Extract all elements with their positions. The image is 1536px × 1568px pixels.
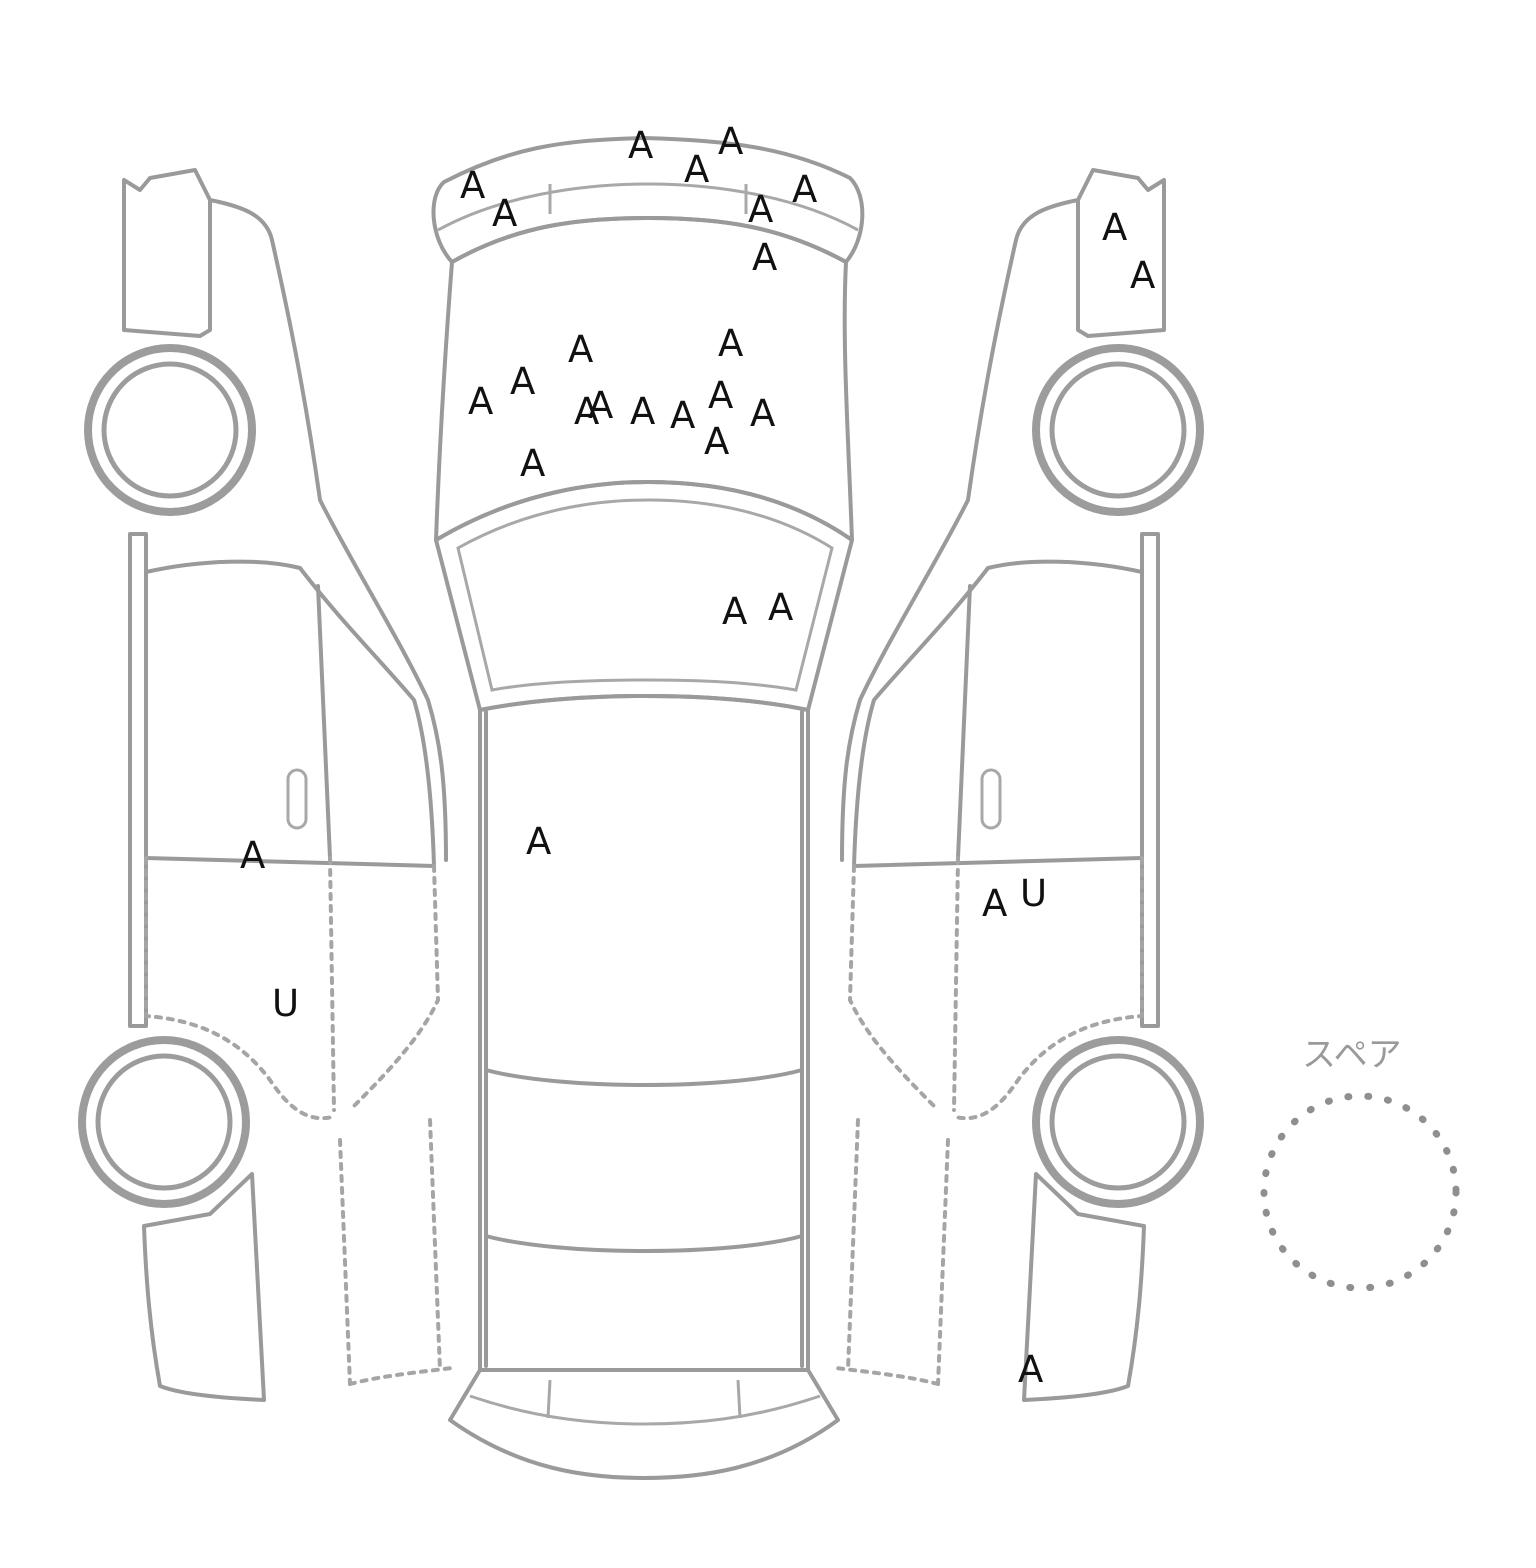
damage-mark[interactable]: A xyxy=(526,820,551,863)
hood xyxy=(434,216,854,542)
damage-mark[interactable]: A xyxy=(1130,254,1155,297)
right-front-wheel xyxy=(1032,344,1204,516)
left-front-door xyxy=(144,559,436,868)
damage-mark[interactable]: A xyxy=(510,360,535,403)
damage-mark[interactable]: A xyxy=(722,590,747,633)
damage-mark[interactable]: A xyxy=(1018,1348,1043,1391)
left-door-handle xyxy=(286,768,308,830)
damage-mark[interactable]: A xyxy=(748,188,773,231)
damage-mark[interactable]: A xyxy=(492,192,517,235)
damage-mark[interactable]: U xyxy=(1020,872,1047,915)
spare-label: スペア xyxy=(1302,1035,1402,1075)
damage-mark[interactable]: A xyxy=(982,882,1007,925)
car-left-side-view xyxy=(78,168,454,1402)
damage-mark[interactable]: U xyxy=(272,982,299,1025)
right-rear-quarter xyxy=(1022,1172,1146,1402)
left-front-fender xyxy=(122,168,212,338)
right-rear-wheel xyxy=(1032,1036,1204,1208)
roof xyxy=(478,694,810,1372)
damage-marks: A A A A A A A A A A A A A A A A A A A A … xyxy=(240,120,1155,1391)
damage-mark[interactable]: A xyxy=(574,390,599,433)
damage-mark[interactable]: A xyxy=(588,384,613,427)
damage-mark[interactable]: A xyxy=(684,148,709,191)
damage-mark[interactable]: A xyxy=(752,236,777,279)
damage-mark[interactable]: A xyxy=(792,168,817,211)
left-front-wheel xyxy=(84,344,256,516)
damage-mark[interactable]: A xyxy=(750,392,775,435)
left-rear-quarter xyxy=(142,1172,266,1402)
damage-mark[interactable]: A xyxy=(1102,206,1127,249)
damage-mark[interactable]: A xyxy=(708,374,733,417)
damage-mark[interactable]: A xyxy=(768,586,793,629)
damage-mark[interactable]: A xyxy=(670,394,695,437)
damage-mark[interactable]: A xyxy=(718,120,743,163)
spare-tire-circle xyxy=(1260,1092,1460,1292)
damage-mark[interactable]: A xyxy=(718,322,743,365)
right-door-handle xyxy=(980,768,1002,830)
car-right-side-view xyxy=(834,168,1204,1402)
right-front-fender xyxy=(1076,168,1166,338)
right-front-door xyxy=(852,559,1144,868)
damage-mark[interactable]: A xyxy=(520,442,545,485)
left-rear-wheel xyxy=(78,1036,250,1208)
damage-mark[interactable]: A xyxy=(630,390,655,433)
damage-mark[interactable]: A xyxy=(568,328,593,371)
damage-mark[interactable]: A xyxy=(240,834,265,877)
damage-mark[interactable]: A xyxy=(628,124,653,167)
damage-mark[interactable]: A xyxy=(704,420,729,463)
spare-tire: スペア xyxy=(1260,1035,1460,1292)
damage-mark[interactable]: A xyxy=(460,164,485,207)
damage-mark[interactable]: A xyxy=(468,380,493,423)
car-top-view xyxy=(431,136,865,1480)
rear-bumper xyxy=(448,1368,840,1480)
